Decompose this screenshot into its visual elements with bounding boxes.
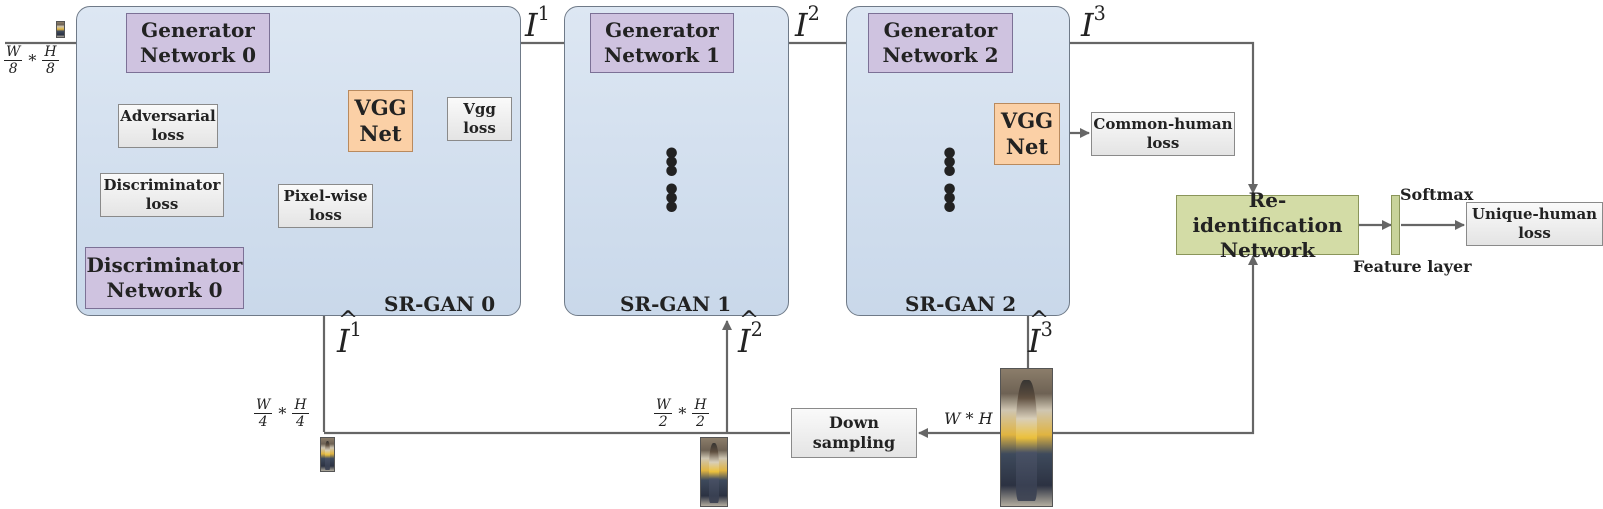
label-i2-base: I: [795, 6, 808, 44]
times-symbol: *: [28, 51, 37, 70]
label-i3-base: I: [1081, 6, 1094, 44]
label-i2: I2: [795, 2, 820, 44]
discriminator-network-0: Discriminator Network 0: [85, 247, 244, 309]
vgg-loss: Vgg loss: [447, 97, 512, 141]
frac-den-2b: 2: [696, 414, 705, 430]
label-i3: I3: [1081, 2, 1106, 44]
label-i2-hat: I2: [738, 306, 763, 360]
vgg-net-0: VGG Net: [348, 90, 413, 152]
label-i3-hat-base: I: [1028, 306, 1049, 360]
times-symbol: *: [278, 404, 287, 423]
common-human-loss: Common-human loss: [1091, 112, 1235, 156]
vgg-net-2: VGG Net: [994, 103, 1060, 165]
frac-num-h: H: [692, 397, 709, 414]
generator-network-1: Generator Network 1: [590, 13, 734, 73]
feature-layer-label: Feature layer: [1353, 257, 1472, 276]
pedestrian-figure: [708, 443, 720, 504]
input-image-tiny: [56, 21, 65, 38]
discriminator-loss: Discriminator loss: [100, 173, 224, 217]
input-image-small: [320, 437, 335, 472]
frac-num-w: W: [254, 397, 273, 414]
label-i3-sup: 3: [1093, 2, 1106, 25]
label-i1: I1: [525, 2, 550, 44]
pedestrian-figure: [1016, 379, 1037, 501]
frac-num-w: W: [654, 397, 673, 414]
pixel-wise-loss: Pixel-wise loss: [278, 184, 373, 228]
sr-gan-0-label: SR-GAN 0: [384, 292, 496, 316]
generator-network-0: Generator Network 0: [126, 13, 270, 73]
frac-num-h: H: [292, 397, 309, 414]
unique-human-loss: Unique-human loss: [1466, 202, 1603, 246]
label-i3-hat: I3: [1028, 306, 1053, 360]
frac-den-8b: 8: [46, 61, 55, 77]
label-i2-hat-sup: 2: [750, 318, 763, 341]
re-identification-network: Re-identification Network: [1176, 188, 1359, 262]
times-symbol: *: [678, 404, 687, 423]
label-i1-base: I: [525, 6, 538, 44]
sr-gan-2-label: SR-GAN 2: [905, 292, 1017, 316]
generator-network-2: Generator Network 2: [868, 13, 1013, 73]
frac-num-w: W: [4, 44, 23, 61]
frac-num-h: H: [42, 44, 59, 61]
frac-den-8: 8: [8, 61, 18, 77]
label-i1-hat: I1: [337, 306, 362, 360]
softmax-label: Softmax: [1400, 185, 1474, 204]
label-i1-sup: 1: [537, 2, 550, 25]
ellipsis-dots-2: ••••••: [940, 137, 960, 226]
input-image-full: [1000, 368, 1053, 507]
resolution-w-h: W * H: [944, 409, 993, 428]
frac-den-4b: 4: [296, 414, 305, 430]
input-image-medium: [700, 437, 728, 507]
adversarial-loss: Adversarial loss: [118, 104, 218, 148]
label-i3-hat-sup: 3: [1040, 318, 1053, 341]
sr-gan-1-label: SR-GAN 1: [620, 292, 732, 316]
label-i1-hat-sup: 1: [349, 318, 362, 341]
down-sampling-box: Down sampling: [791, 408, 917, 458]
label-i2-sup: 2: [807, 2, 820, 25]
label-i1-hat-base: I: [337, 306, 358, 360]
frac-den-4: 4: [258, 414, 268, 430]
ellipsis-dots-1: ••••••: [662, 137, 682, 226]
feature-layer-bar: [1391, 195, 1400, 255]
label-i2-hat-base: I: [738, 306, 759, 360]
frac-den-2: 2: [658, 414, 668, 430]
pedestrian-figure: [324, 440, 331, 470]
